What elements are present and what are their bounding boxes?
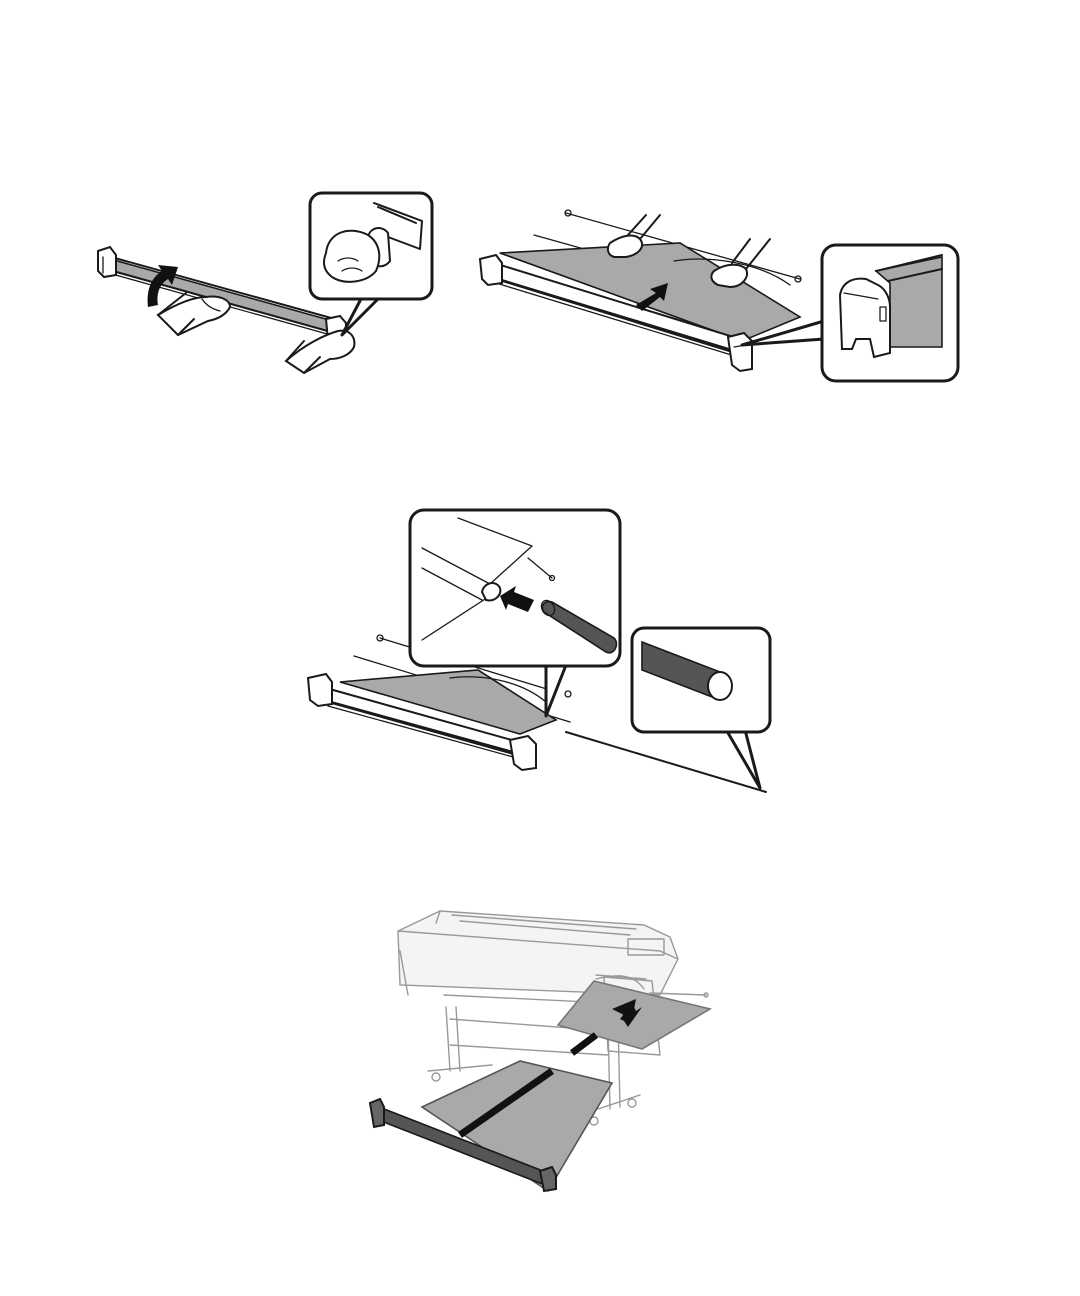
rod-insertion-detail [408,508,622,668]
end-cap-detail-icon [820,243,960,383]
hand-icon [286,331,354,373]
hand-icon [711,239,770,287]
rod-end-detail-icon [630,626,772,734]
figure-feed-paper-into-printer [360,895,720,1195]
roll-end-detail-icon [308,191,434,301]
hand-icon [158,293,230,335]
figure-smooth-paper-on-roll [470,205,830,390]
